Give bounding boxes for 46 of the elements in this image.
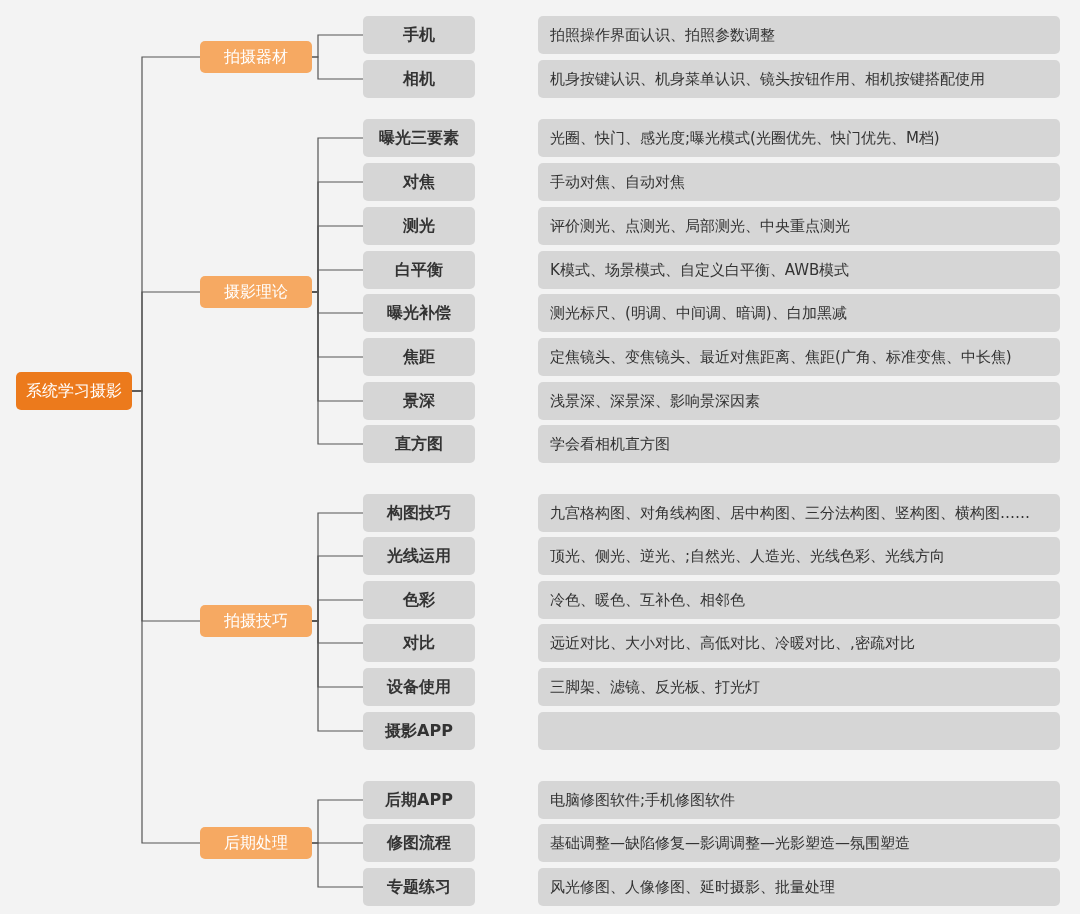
category-box: 拍摄技巧 <box>200 605 312 637</box>
description-box: 基础调整—缺陷修复—影调调整—光影塑造—氛围塑造 <box>538 824 1060 862</box>
description-box: 光圈、快门、感光度;曝光模式(光圈优先、快门优先、M档) <box>538 119 1060 157</box>
connector-line <box>311 56 364 80</box>
connector-line <box>131 390 201 844</box>
topic-box: 手机 <box>363 16 475 54</box>
description-box: 学会看相机直方图 <box>538 425 1060 463</box>
description-box: 评价测光、点测光、局部测光、中央重点测光 <box>538 207 1060 245</box>
topic-box: 焦距 <box>363 338 475 376</box>
description-box: 冷色、暖色、互补色、相邻色 <box>538 581 1060 619</box>
description-box: 电脑修图软件;手机修图软件 <box>538 781 1060 819</box>
description-box: 机身按键认识、机身菜单认识、镜头按钮作用、相机按键搭配使用 <box>538 60 1060 98</box>
category-box: 拍摄器材 <box>200 41 312 73</box>
topic-box: 白平衡 <box>363 251 475 289</box>
topic-box: 对焦 <box>363 163 475 201</box>
topic-box: 曝光三要素 <box>363 119 475 157</box>
topic-box: 专题练习 <box>363 868 475 906</box>
topic-box: 修图流程 <box>363 824 475 862</box>
root-topic-box: 系统学习摄影 <box>16 372 132 410</box>
topic-box: 色彩 <box>363 581 475 619</box>
description-box: 手动对焦、自动对焦 <box>538 163 1060 201</box>
description-box: 风光修图、人像修图、延时摄影、批量处理 <box>538 868 1060 906</box>
description-box: 测光标尺、(明调、中间调、暗调)、白加黑减 <box>538 294 1060 332</box>
topic-box: 光线运用 <box>363 537 475 575</box>
topic-box: 摄影APP <box>363 712 475 750</box>
description-box: 拍照操作界面认识、拍照参数调整 <box>538 16 1060 54</box>
topic-box: 直方图 <box>363 425 475 463</box>
category-box: 后期处理 <box>200 827 312 859</box>
description-box: 顶光、侧光、逆光、;自然光、人造光、光线色彩、光线方向 <box>538 537 1060 575</box>
description-box: 远近对比、大小对比、高低对比、冷暖对比、,密疏对比 <box>538 624 1060 662</box>
description-box: 定焦镜头、变焦镜头、最近对焦距离、焦距(广角、标准变焦、中长焦) <box>538 338 1060 376</box>
category-box: 摄影理论 <box>200 276 312 308</box>
topic-box: 曝光补偿 <box>363 294 475 332</box>
description-box <box>538 712 1060 750</box>
topic-box: 设备使用 <box>363 668 475 706</box>
topic-box: 景深 <box>363 382 475 420</box>
topic-box: 测光 <box>363 207 475 245</box>
description-box: 九宫格构图、对角线构图、居中构图、三分法构图、竖构图、横构图…… <box>538 494 1060 532</box>
description-box: 浅景深、深景深、影响景深因素 <box>538 382 1060 420</box>
topic-box: 对比 <box>363 624 475 662</box>
topic-box: 相机 <box>363 60 475 98</box>
topic-box: 后期APP <box>363 781 475 819</box>
description-box: 三脚架、滤镜、反光板、打光灯 <box>538 668 1060 706</box>
description-box: K模式、场景模式、自定义白平衡、AWB模式 <box>538 251 1060 289</box>
connector-line <box>311 842 364 888</box>
topic-box: 构图技巧 <box>363 494 475 532</box>
